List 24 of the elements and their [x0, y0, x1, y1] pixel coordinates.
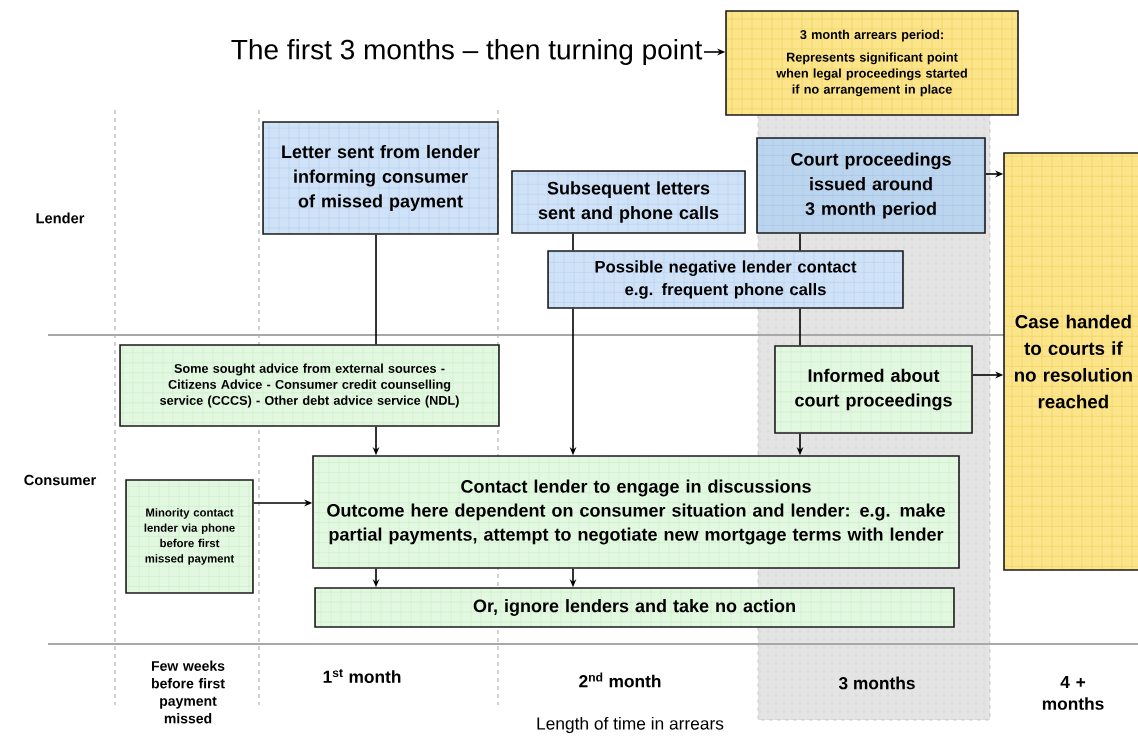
column-label: Few weeks before first payment missed: [152, 660, 225, 724]
column-label: 3 months: [838, 676, 915, 690]
connector-line: [799, 308, 801, 347]
column-label: 4 + months: [1042, 676, 1104, 710]
process-box: Court proceedings issued around 3 month period: [756, 137, 986, 234]
row-label: Lender: [36, 212, 85, 224]
outcome-box: Case handed to courts if no resolution reached: [1003, 152, 1138, 571]
process-box: Some sought advice from external sources - Citizens Advice - Consumer credit counselling service (CCCS) - Other debt advice service (NDL): [119, 344, 500, 427]
column-label: 1$^{st}$ month: [323, 669, 401, 683]
process-box: Or, ignore lenders and take no action: [314, 587, 955, 628]
process-box: Possible negative lender contact e.g. frequent phone calls: [547, 250, 904, 309]
axis-title: Length of time in arrears: [537, 716, 724, 734]
connector-line: [572, 233, 574, 251]
row-label: Consumer: [24, 474, 97, 486]
process-box: Subsequent letters sent and phone calls: [511, 170, 746, 234]
title-text: The first 3 months – then turning point: [231, 38, 703, 66]
connector-line: [375, 234, 377, 345]
process-box: Minority contact lender via phone before first missed payment: [125, 479, 254, 594]
process-box: Informed about court proceedings: [774, 345, 973, 434]
process-box: Contact lender to engage in discussions Outcome here dependent on consumer situation and lender: e.g. make partial payments, attempt to negotiate new mortgage terms with lender: [312, 455, 960, 569]
note-box: 3 month arrears period: Represents significant point when legal proceedings started if no arrangement in place: [725, 10, 1019, 116]
process-box: Letter sent from lender informing consumer of missed payment: [262, 121, 499, 235]
column-label: 2$^{nd}$ month: [579, 672, 661, 688]
connector-line: [799, 232, 801, 251]
